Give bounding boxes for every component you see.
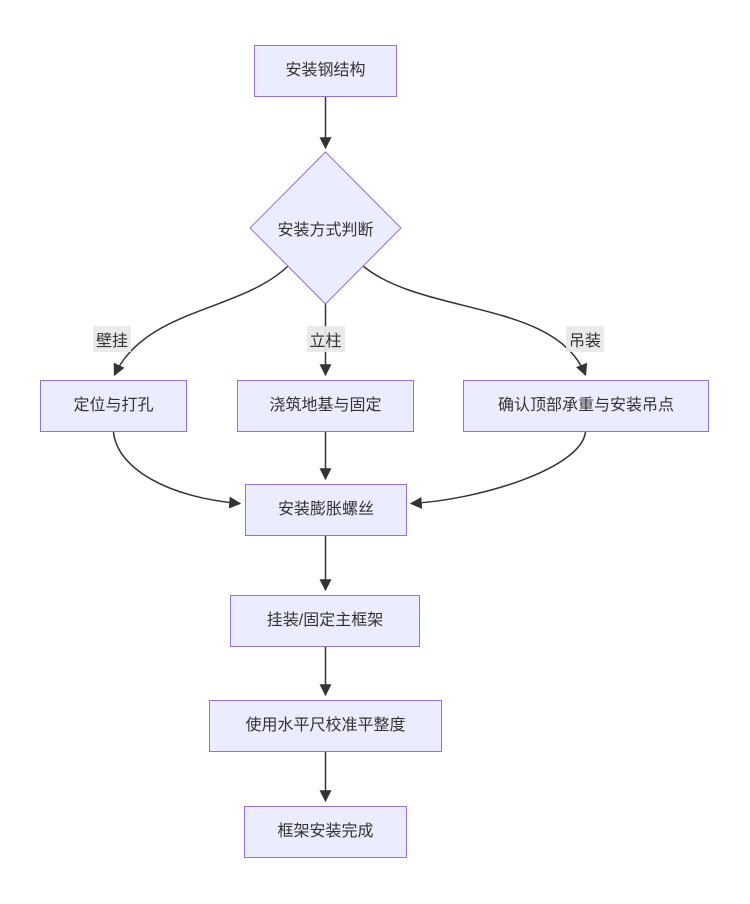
edge-decision-wall [113,265,289,377]
edge-label-hoist-mount: 吊装 [565,326,605,352]
edge-wall-anchor [112,431,242,509]
node-label: 安装膨胀螺丝 [277,501,374,519]
node-position-and-drill: 定位与打孔 [40,380,187,432]
node-install-expansion-bolts: 安装膨胀螺丝 [245,484,407,536]
node-mount-fix-main-frame: 挂装/固定主框架 [230,595,420,647]
node-label: 使用水平尺校准平整度 [245,717,406,735]
node-install-steel-structure: 安装钢结构 [254,45,397,97]
node-frame-installation-complete: 框架安装完成 [244,806,407,858]
edge-label-column-mount: 立柱 [306,326,345,352]
node-label: 挂装/固定主框架 [266,612,384,630]
node-label: 浇筑地基与固定 [269,397,382,415]
decision-diamond-shape [249,151,402,305]
node-label: 安装方式判断 [277,222,374,239]
node-pour-foundation-and-fix: 浇筑地基与固定 [237,380,414,432]
node-install-method-decision: 安装方式判断 [250,212,401,244]
node-label: 定位与打孔 [73,397,154,415]
node-label: 框架安装完成 [277,823,374,841]
node-confirm-ceiling-load-and-lifting-points: 确认顶部承重与安装吊点 [463,380,709,432]
node-label: 确认顶部承重与安装吊点 [497,397,674,415]
node-calibrate-with-spirit-level: 使用水平尺校准平整度 [209,700,442,752]
node-label: 安装钢结构 [285,62,366,80]
edge-label-wall-mount: 壁挂 [92,326,132,352]
edge-hoist-anchor [409,431,587,509]
edge-decision-hoist [362,265,588,377]
